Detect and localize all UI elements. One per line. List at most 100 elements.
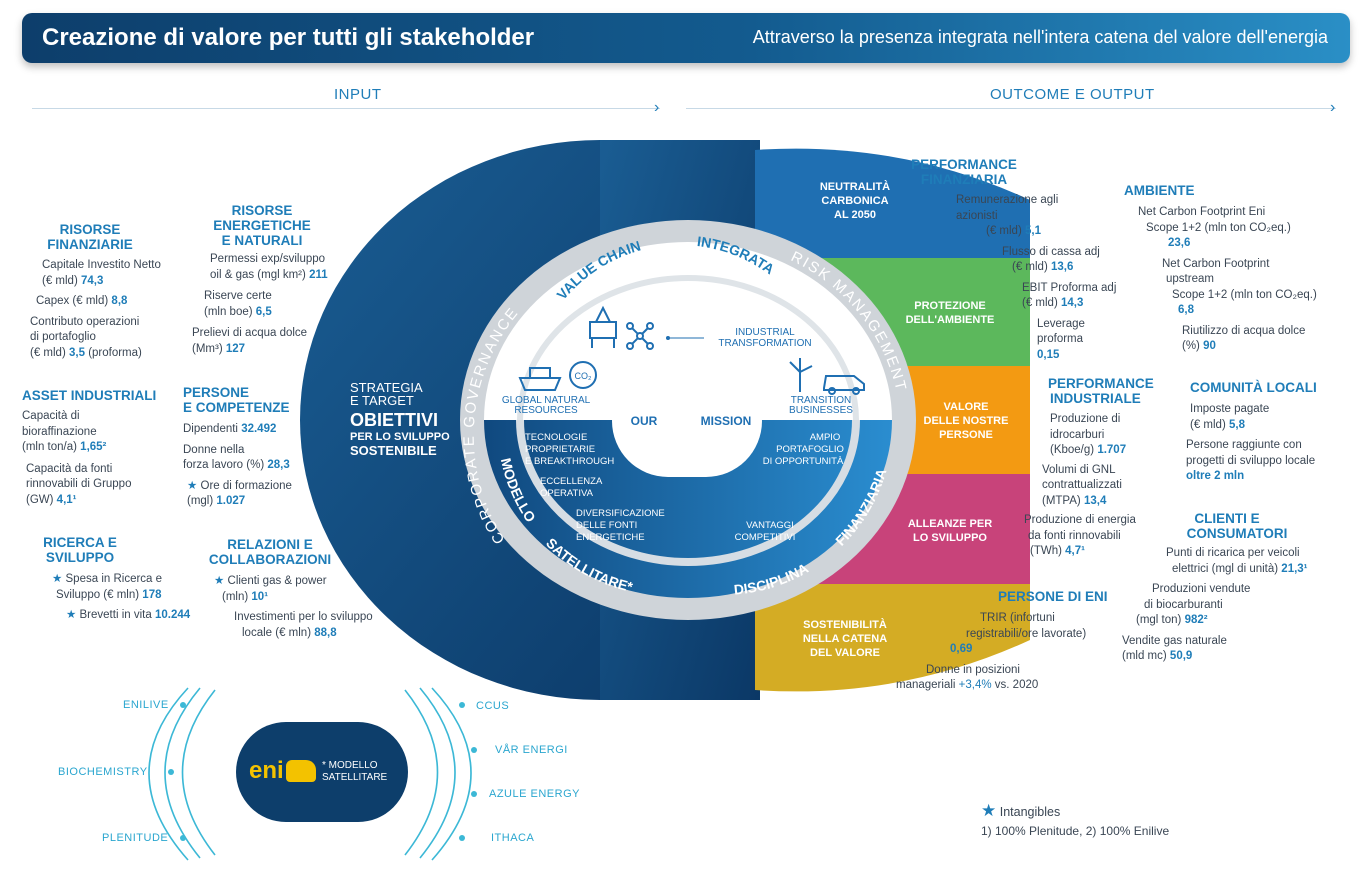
block-persone-eni: PERSONE DI ENI TRIR (infortuni registrabi… xyxy=(890,589,1120,694)
metric-value: 6,8 xyxy=(1178,304,1194,316)
metric: Capitale Investito Netto(€ mld) 74,3 xyxy=(22,258,212,289)
metric-label: Sviluppo (€ mln) xyxy=(56,588,140,601)
connector-dot xyxy=(666,336,670,340)
block-title: PERSONE DI ENI xyxy=(998,589,1108,604)
block-title: FINANZIARIA xyxy=(920,172,1008,187)
metric: Dipendenti 32.492 xyxy=(183,422,343,438)
metric-label: da fonti rinnovabili xyxy=(1028,529,1121,542)
metric-value: 3,5 xyxy=(68,346,85,359)
electric-car-icon xyxy=(823,375,865,395)
metric-value: 1.707 xyxy=(1097,444,1127,456)
satellite-azule-energy: AZULE ENERGY xyxy=(489,788,580,800)
network-icon xyxy=(626,322,654,350)
legend-label: Intangibles xyxy=(999,805,1061,819)
output-divider xyxy=(686,108,1336,109)
eccellenza-label: OPERATIVA xyxy=(540,488,594,499)
metric-value: 13,4 xyxy=(1083,494,1107,507)
metric-label: vs. 2020 xyxy=(994,679,1039,691)
metric-value: 8,8 xyxy=(111,295,128,307)
metric-label: oil & gas (mgl km²) xyxy=(210,268,306,281)
diversificazione-label: ENERGETICHE xyxy=(576,532,645,543)
metric-value: 127 xyxy=(225,342,246,355)
metric: Prelievi di acqua dolce(Mm³) 127 xyxy=(188,326,358,357)
metric-label: locale (€ mln) xyxy=(242,626,312,639)
metric-value: 5,1 xyxy=(1024,225,1041,237)
block-title: E NATURALI xyxy=(221,233,303,248)
metric-value: 10¹ xyxy=(251,590,269,603)
tecnologie-label: PROPRIETARIE xyxy=(525,444,595,455)
metric: EBIT Proforma adj(€ mld) 14,3 xyxy=(900,281,1130,312)
metric-value: 6,5 xyxy=(255,305,272,318)
metric-label: progetti di sviluppo locale xyxy=(1186,454,1316,467)
metric-value: 4,7¹ xyxy=(1065,545,1085,557)
input-divider xyxy=(32,108,660,109)
chevron-right-icon: › xyxy=(654,99,660,116)
industrial-label: INDUSTRIAL xyxy=(735,327,795,338)
metric-label: Leverage proforma xyxy=(1037,317,1085,346)
metric-value: 23,6 xyxy=(1168,237,1191,249)
metric-label: EBIT Proforma adj xyxy=(1022,281,1117,294)
metric-label: Imposte pagate xyxy=(1190,403,1270,415)
metric-value: 0,69 xyxy=(950,643,973,655)
metric-value: 88,8 xyxy=(314,626,337,639)
metric-label: bioraffinazione xyxy=(22,425,97,438)
metric-label: Donne nella xyxy=(183,443,245,456)
metric-value: 50,9 xyxy=(1169,650,1193,662)
page-subtitle: Attraverso la presenza integrata nell'in… xyxy=(752,27,1328,47)
metric-value: 1.027 xyxy=(216,495,246,507)
obiettivi-label: OBIETTIVI xyxy=(350,410,438,430)
satellite-arcs-right xyxy=(404,687,472,861)
metric-label: Scope 1+2 (mln ton CO₂eq.) xyxy=(1172,288,1317,301)
block-title: COMUNITÀ LOCALI xyxy=(1190,380,1317,395)
legend-footnote: 1) 100% Plenitude, 2) 100% Enilive xyxy=(981,824,1170,838)
metric-value: 1,65² xyxy=(80,441,107,453)
satellite-var-energi: VÅR ENERGI xyxy=(495,744,568,756)
satellite-enilive: ENILIVE xyxy=(123,699,169,711)
block-title: PERSONE xyxy=(183,385,250,400)
chevron-right-icon: › xyxy=(1330,99,1336,116)
metric-value: oltre 2 mln xyxy=(1186,470,1245,482)
metric-label: (€ mld) xyxy=(1190,418,1226,431)
satellite-ccus: CCUS xyxy=(476,700,510,712)
metric-value: 4,1¹ xyxy=(56,493,77,506)
metric-label: Capacità di xyxy=(22,410,80,422)
satellite-dots xyxy=(168,702,477,841)
metric-value: 14,3 xyxy=(1060,297,1084,309)
ampio-label: AMPIO xyxy=(810,432,841,443)
metric-label: registrabili/ore lavorate) xyxy=(966,627,1087,640)
block-title: FINANZIARIE xyxy=(47,237,133,252)
block-title: INDUSTRIALE xyxy=(1050,391,1141,406)
block-title: ASSET INDUSTRIALI xyxy=(22,388,157,403)
metric-value: 90 xyxy=(1203,340,1216,352)
metric-label: Ore di formazione xyxy=(200,479,292,492)
obiettivi-label: PER LO SVILUPPO xyxy=(350,431,450,443)
eni-satellite-pill xyxy=(236,722,408,822)
metric: ★ Clienti gas & power(mln) 10¹ xyxy=(202,574,402,605)
metric-value: 5,8 xyxy=(1228,418,1245,431)
metric-label: (€ mld) xyxy=(986,225,1022,237)
transition-label: TRANSITION xyxy=(791,395,852,406)
output-section-heading: OUTCOME E OUTPUT xyxy=(990,86,1155,103)
metric-label: Produzione di energia xyxy=(1024,514,1136,526)
metric: ★ Ore di formazione(mgl) 1.027 xyxy=(183,479,343,510)
star-icon: ★ xyxy=(52,573,63,585)
metric-label: (mgl) xyxy=(187,495,214,507)
metric: Capex (€ mld) 8,8 xyxy=(22,294,212,310)
block-title: RELAZIONI E xyxy=(227,537,313,552)
metric-label: (Mm³) xyxy=(192,342,223,355)
metric-label: TRIR (infortuni xyxy=(980,612,1055,624)
metric-label: contrattualizzati xyxy=(1042,479,1122,491)
block-title: RISORSE xyxy=(231,203,293,218)
